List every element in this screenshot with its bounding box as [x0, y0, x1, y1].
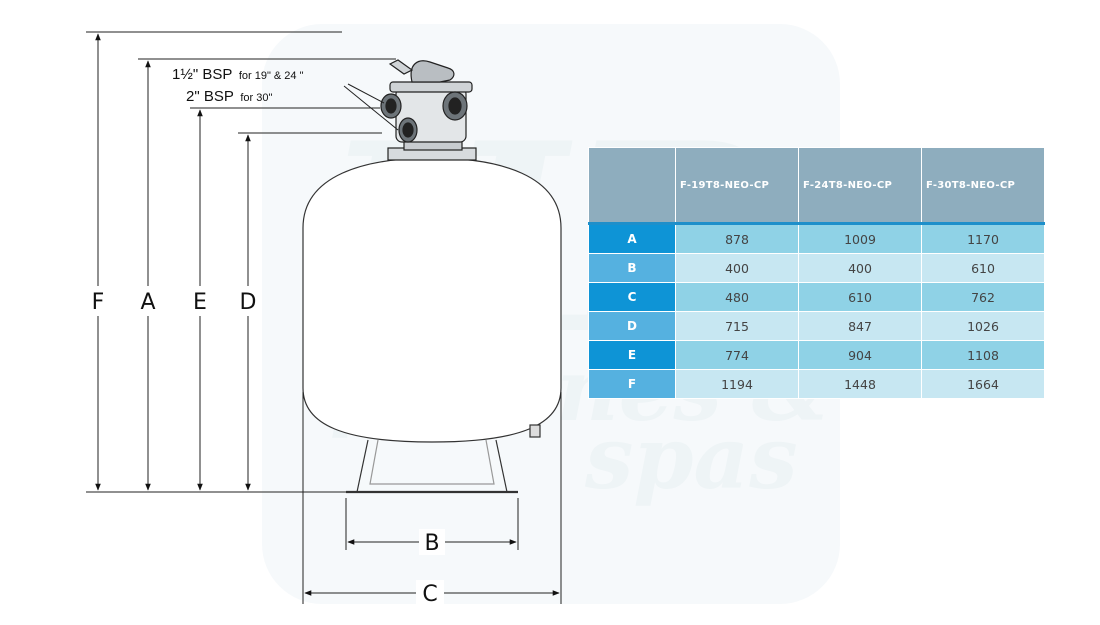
table-cell: 715 — [675, 311, 799, 341]
bsp-annotation: 1½" BSP for 19" & 24 " 2" BSP for 30" — [172, 66, 304, 105]
table-cell: 400 — [675, 253, 799, 283]
table-cell: 400 — [798, 253, 922, 283]
bsp-size-2: 2" BSP — [186, 88, 234, 105]
extension-lines — [86, 31, 562, 604]
table-cell: 1664 — [921, 369, 1045, 399]
row-label: F — [588, 369, 676, 399]
table-row: F 1194 1448 1664 — [588, 369, 1045, 399]
svg-text:1½" BSP for 19" & 24 ": 1½" BSP for 19" & 24 " — [172, 66, 304, 83]
table-cell: 1448 — [798, 369, 922, 399]
dimension-label-d: D — [240, 290, 257, 315]
table-cell: 610 — [921, 253, 1045, 283]
table-cell: 1108 — [921, 340, 1045, 370]
table-cell: 847 — [798, 311, 922, 341]
table-header-row: F-19T8-NEO-CP F-24T8-NEO-CP F-30T8-NEO-C… — [588, 147, 1045, 225]
table-cell: 774 — [675, 340, 799, 370]
row-label: A — [588, 223, 676, 254]
table-cell: 610 — [798, 282, 922, 312]
table-cell: 762 — [921, 282, 1045, 312]
table-cell: 480 — [675, 282, 799, 312]
row-label: B — [588, 253, 676, 283]
svg-text:2" BSP for 30": 2" BSP for 30" — [186, 88, 272, 105]
table-corner-cell — [588, 147, 676, 225]
table-cell: 1194 — [675, 369, 799, 399]
dimension-label-c: C — [422, 582, 437, 607]
filter-tank — [302, 157, 562, 494]
table-cell: 1170 — [921, 223, 1045, 254]
table-cell: 1026 — [921, 311, 1045, 341]
multiport-valve — [380, 59, 477, 161]
table-row: D 715 847 1026 — [588, 311, 1045, 341]
row-label: C — [588, 282, 676, 312]
row-label: D — [588, 311, 676, 341]
dimensions-table: F-19T8-NEO-CP F-24T8-NEO-CP F-30T8-NEO-C… — [588, 147, 1045, 399]
table-row: E 774 904 1108 — [588, 340, 1045, 370]
table-cell: 878 — [675, 223, 799, 254]
bsp-note-1: for 19" & 24 " — [239, 70, 304, 82]
table-row: A 878 1009 1170 — [588, 223, 1045, 254]
column-header: F-30T8-NEO-CP — [921, 147, 1045, 225]
bsp-note-2: for 30" — [240, 92, 272, 104]
table-cell: 904 — [798, 340, 922, 370]
table-row: B 400 400 610 — [588, 253, 1045, 283]
row-label: E — [588, 340, 676, 370]
dimension-label-e: E — [193, 290, 207, 315]
column-header: F-24T8-NEO-CP — [798, 147, 922, 225]
dimension-label-f: F — [92, 290, 105, 315]
table-cell: 1009 — [798, 223, 922, 254]
table-row: C 480 610 762 — [588, 282, 1045, 312]
bsp-size-1: 1½" BSP — [172, 66, 232, 83]
watermark-line2: spas — [584, 408, 798, 509]
dimension-label-b: B — [424, 531, 439, 556]
column-header: F-19T8-NEO-CP — [675, 147, 799, 225]
dimension-label-a: A — [140, 290, 155, 315]
